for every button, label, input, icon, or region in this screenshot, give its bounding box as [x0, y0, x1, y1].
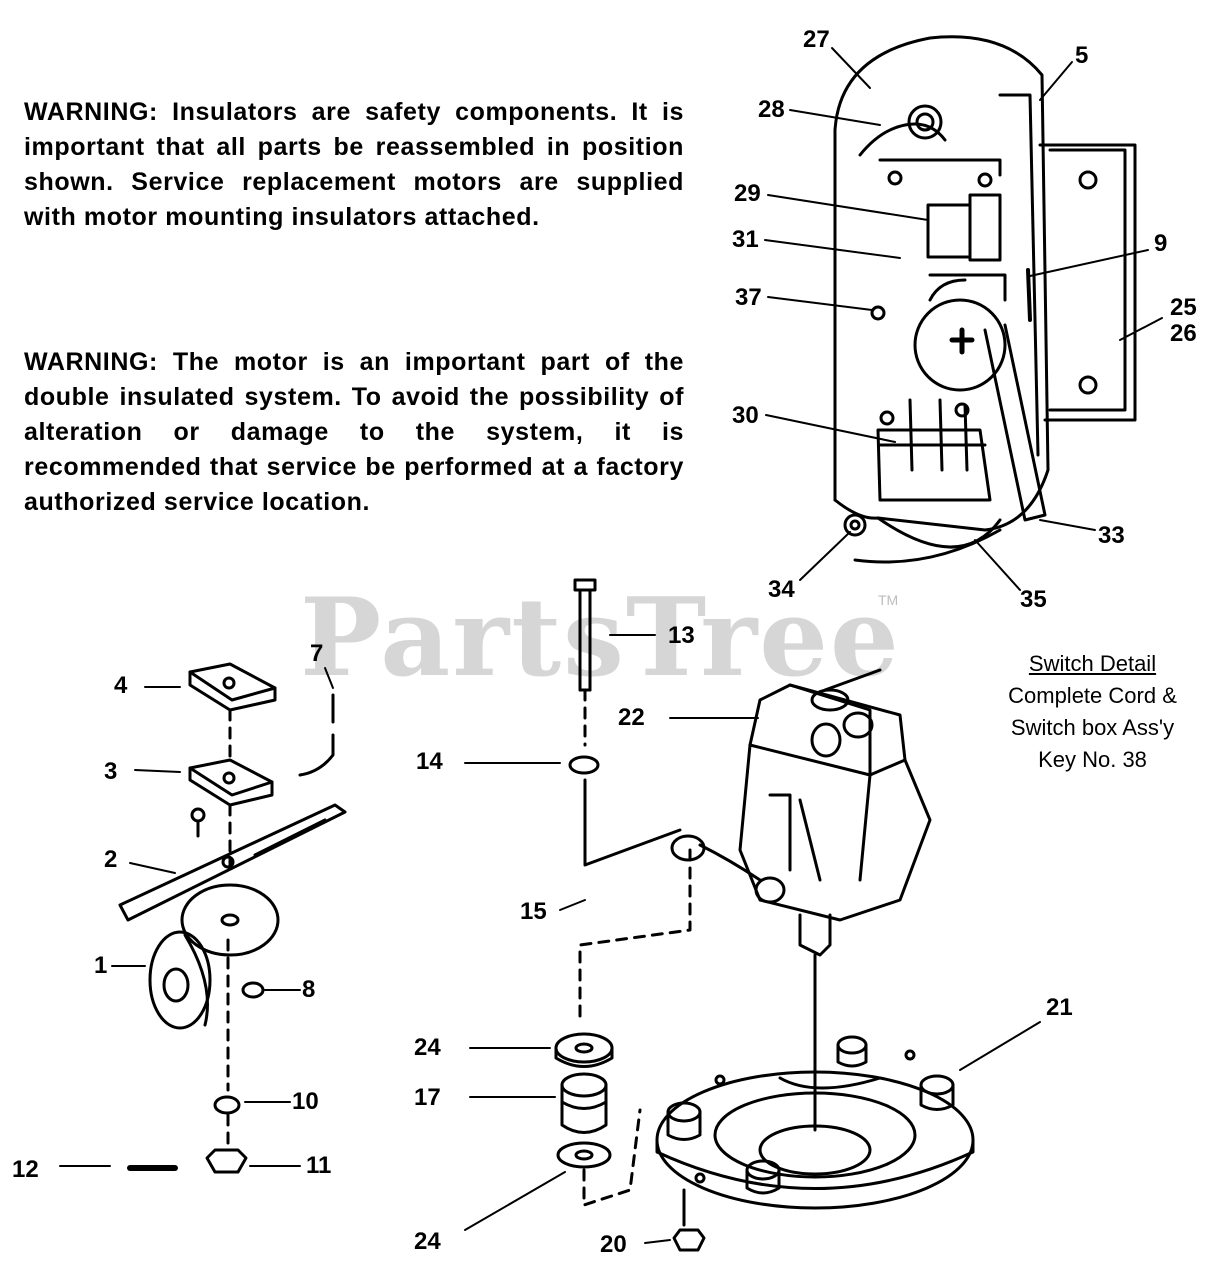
callout-29: 29 — [734, 180, 761, 207]
ring-callout-leaders — [644, 1021, 1041, 1244]
motor-warning: WARNING: The motor is an important part … — [24, 348, 684, 516]
motor-callout-leaders — [464, 634, 759, 911]
callout-27: 27 — [803, 26, 830, 53]
switch-detail-line1: Complete Cord & — [1008, 683, 1177, 708]
switch-detail-line3: Key No. 38 — [1038, 747, 1147, 772]
callout-24-bottom: 24 — [414, 1228, 441, 1255]
switch-detail-note: Switch Detail Complete Cord & Switch box… — [985, 648, 1200, 776]
blade-callout-leaders — [59, 667, 334, 1167]
callout-34: 34 — [768, 576, 795, 603]
switch-detail-title: Switch Detail — [1028, 651, 1157, 676]
callout-25: 25 — [1170, 294, 1197, 321]
motor-mount-ring — [655, 1035, 975, 1252]
callout-21: 21 — [1046, 994, 1073, 1021]
callout-17: 17 — [414, 1084, 441, 1111]
callout-4: 4 — [114, 672, 128, 699]
callout-35: 35 — [1020, 586, 1047, 613]
callout-12: 12 — [12, 1156, 39, 1183]
callout-24-top: 24 — [414, 1034, 441, 1061]
callout-20: 20 — [600, 1231, 627, 1258]
callout-1: 1 — [94, 952, 108, 979]
callout-10: 10 — [292, 1088, 319, 1115]
trademark-mark: TM — [878, 592, 899, 608]
switch-box-housing — [833, 35, 1137, 564]
callout-30: 30 — [732, 402, 759, 429]
callout-13: 13 — [668, 622, 695, 649]
insulator-warning: WARNING: Insulators are safety component… — [24, 98, 684, 231]
callout-5: 5 — [1075, 42, 1089, 69]
blade-assembly — [118, 662, 347, 1174]
switch-callout-leaders — [764, 47, 1163, 591]
watermark: PartsTree — [300, 575, 901, 701]
callout-22: 22 — [618, 704, 645, 731]
callout-3: 3 — [104, 758, 118, 785]
insulator-callout-leaders — [464, 1047, 566, 1231]
switch-detail-line2: Switch box Ass'y — [1010, 715, 1175, 740]
callout-9: 9 — [1154, 230, 1168, 257]
callout-31: 31 — [732, 226, 759, 253]
motor-assembly — [568, 578, 932, 1132]
callout-26: 26 — [1170, 320, 1197, 347]
callout-7: 7 — [310, 640, 324, 667]
callout-8: 8 — [302, 976, 316, 1003]
callout-11: 11 — [306, 1152, 332, 1179]
callout-28: 28 — [758, 96, 785, 123]
callout-37: 37 — [735, 284, 762, 311]
callout-2: 2 — [104, 846, 118, 873]
callout-33: 33 — [1098, 522, 1125, 549]
callout-14: 14 — [416, 748, 443, 775]
callout-15: 15 — [520, 898, 547, 925]
insulator-stack — [554, 1032, 642, 1207]
